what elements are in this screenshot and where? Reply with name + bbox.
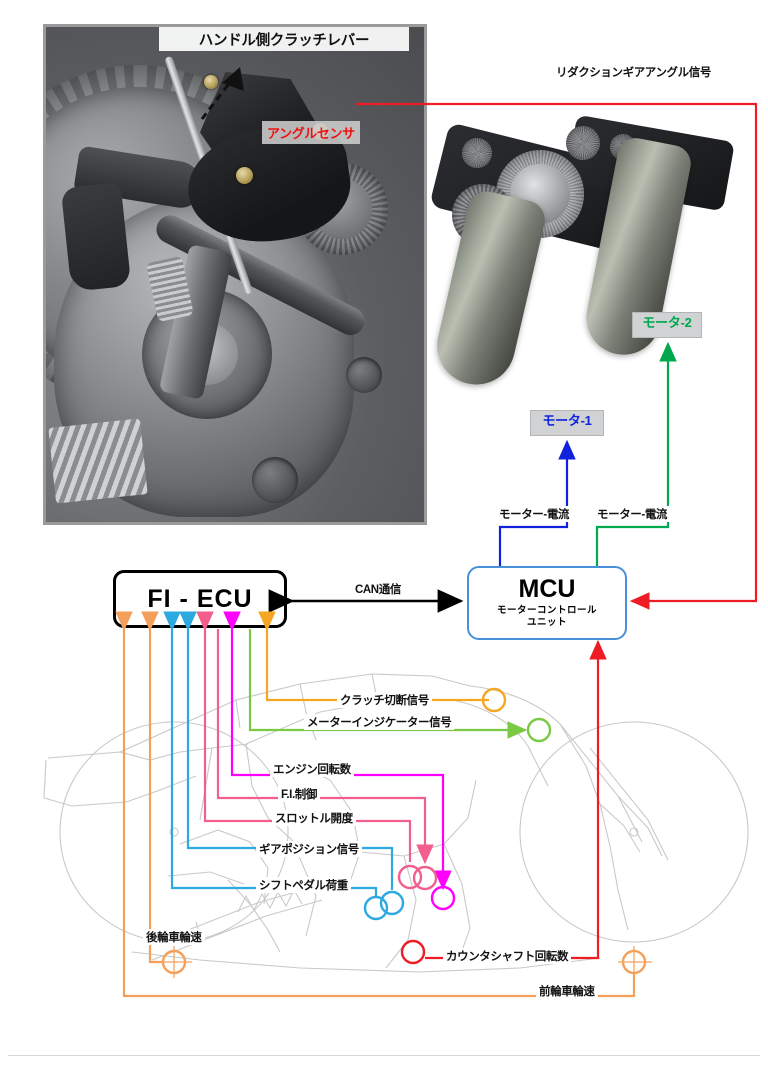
label-motor-current-1: モーター-電流: [496, 506, 573, 522]
label-clutch-cut: クラッチ切断信号: [337, 692, 432, 708]
label-shift-pedal-load: シフトペダル荷重: [256, 877, 351, 893]
label-can: CAN通信: [352, 581, 404, 597]
motor-1-tag: モータ-1: [530, 410, 604, 436]
label-gear-position: ギアポジション信号: [256, 841, 362, 857]
housing-hole-1: [252, 457, 298, 503]
pinion-gear-1: [462, 138, 492, 168]
fi-ecu-label: FI - ECU: [147, 584, 253, 613]
mcu-box[interactable]: MCU モーターコントロール ユニット: [467, 566, 627, 640]
sensor-bolt-2: [236, 167, 253, 184]
angle-sensor-label: アングルセンサ: [262, 121, 360, 144]
mcu-title: MCU: [518, 575, 576, 604]
label-meter-indicator: メーターインジケーター信号: [304, 714, 455, 730]
label-fi-control: F.I.制御: [278, 786, 320, 802]
motor-1-body: [429, 187, 549, 393]
lever-direction-arrow: [200, 67, 244, 120]
clutch-fork-arm-lower: [60, 182, 132, 292]
label-reduction-gear-angle: リダクションギアアングル信号: [553, 64, 714, 80]
pinion-gear-2: [566, 126, 600, 160]
clutch-plate-fins: [48, 418, 148, 504]
label-throttle-opening: スロットル開度: [272, 810, 356, 826]
label-front-wheel-speed: 前輪車輪速: [536, 983, 598, 999]
sensor-bolt-3: [204, 75, 218, 89]
mcu-subtitle-line2: ユニット: [526, 617, 567, 628]
footer-divider: [8, 1055, 760, 1056]
clutch-actuator-photo: ハンドル側クラッチレバー アングルセンサ: [43, 24, 427, 525]
label-engine-rpm: エンジン回転数: [270, 761, 354, 777]
mcu-subtitle-line1: モーターコントロール: [496, 605, 597, 617]
wire-motor1-current: [498, 439, 576, 566]
motor-assembly-illustration: [420, 114, 768, 450]
label-rear-wheel-speed: 後輪車輪速: [143, 929, 205, 945]
wire-rear-wheel-speed: [141, 611, 192, 978]
label-motor-current-2: モーター-電流: [594, 506, 671, 522]
handle-clutch-lever-label: ハンドル側クラッチレバー: [159, 27, 409, 51]
motor-2-tag: モータ-2: [632, 312, 702, 338]
label-countershaft-rpm: カウンタシャフト回転数: [443, 948, 572, 964]
wire-countershaft-rpm: [400, 639, 607, 965]
mcu-subtitle: モーターコントロール ユニット: [497, 605, 597, 629]
fi-ecu-box[interactable]: FI - ECU: [113, 570, 287, 628]
housing-hole-2: [346, 357, 382, 393]
